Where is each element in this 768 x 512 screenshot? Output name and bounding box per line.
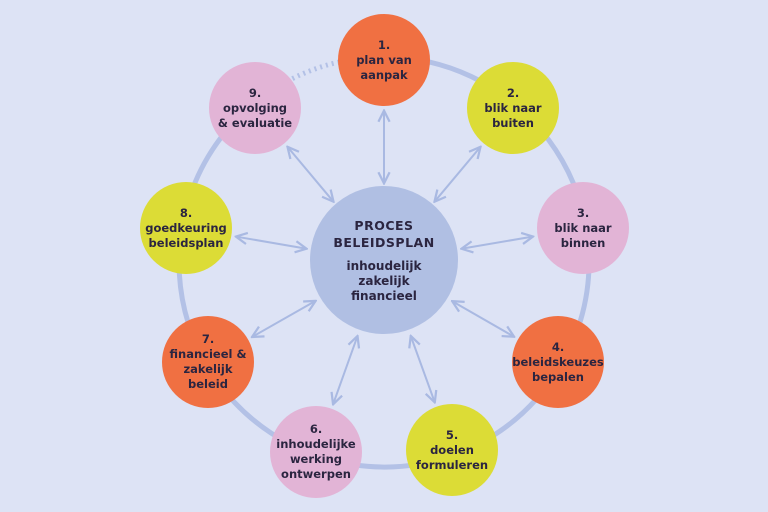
- step-label-line: aanpak: [360, 67, 408, 82]
- step-number: 7.: [201, 332, 215, 346]
- double-arrow-6: [334, 337, 358, 403]
- step-label-line: opvolging: [222, 100, 288, 115]
- step-label-line: blik naar: [554, 220, 612, 235]
- step-number: 6.: [309, 422, 323, 436]
- step-label-line: goedkeuring: [145, 220, 227, 235]
- step-label-line: bepalen: [532, 369, 584, 384]
- step-label-line: ontwerpen: [281, 467, 351, 481]
- center-subtitle-line: zakelijk: [358, 273, 410, 288]
- step-number: 5.: [445, 427, 459, 442]
- step-number: 8.: [179, 205, 193, 220]
- double-arrow-2: [435, 148, 479, 201]
- step-label-line: & evaluatie: [217, 115, 293, 130]
- double-arrow-4: [453, 302, 513, 336]
- step-number: 1.: [377, 37, 391, 52]
- step-label-line: doelen: [430, 442, 474, 457]
- step-label-line: formuleren: [415, 457, 489, 472]
- center-subtitle-line: financieel: [351, 288, 417, 303]
- center-process-circle: PROCES BELEIDSPLAN inhoudelijk zakelijk …: [310, 186, 458, 334]
- step-label-line: binnen: [560, 235, 606, 250]
- double-arrow-3: [463, 237, 532, 249]
- double-arrow-7: [253, 302, 314, 337]
- double-arrow-9: [288, 148, 332, 201]
- step-label-line: beleid: [188, 377, 228, 391]
- step-label-line: blik naar: [484, 100, 542, 115]
- step-number: 9.: [248, 85, 262, 100]
- step-label-line: zakelijk: [183, 362, 233, 376]
- step-number: 2.: [506, 85, 520, 100]
- step-number: 4.: [551, 339, 565, 354]
- double-arrow-5: [411, 337, 434, 401]
- step-label-line: beleidskeuzes: [512, 354, 604, 369]
- center-title-line: PROCES: [354, 217, 414, 233]
- step-label-line: plan van: [356, 52, 412, 67]
- center-title-line: BELEIDSPLAN: [333, 234, 435, 250]
- step-label-line: beleidsplan: [148, 235, 224, 250]
- center-subtitle-line: inhoudelijk: [346, 258, 422, 273]
- step-label-line: financieel &: [169, 347, 247, 361]
- double-arrow-8: [237, 237, 305, 249]
- step-number: 3.: [576, 205, 590, 220]
- step-label-line: inhoudelijke: [276, 437, 356, 451]
- step-label-line: buiten: [492, 115, 534, 130]
- step-label-line: werking: [289, 452, 343, 466]
- step-node-9: 9.opvolging& evaluatie: [209, 62, 301, 154]
